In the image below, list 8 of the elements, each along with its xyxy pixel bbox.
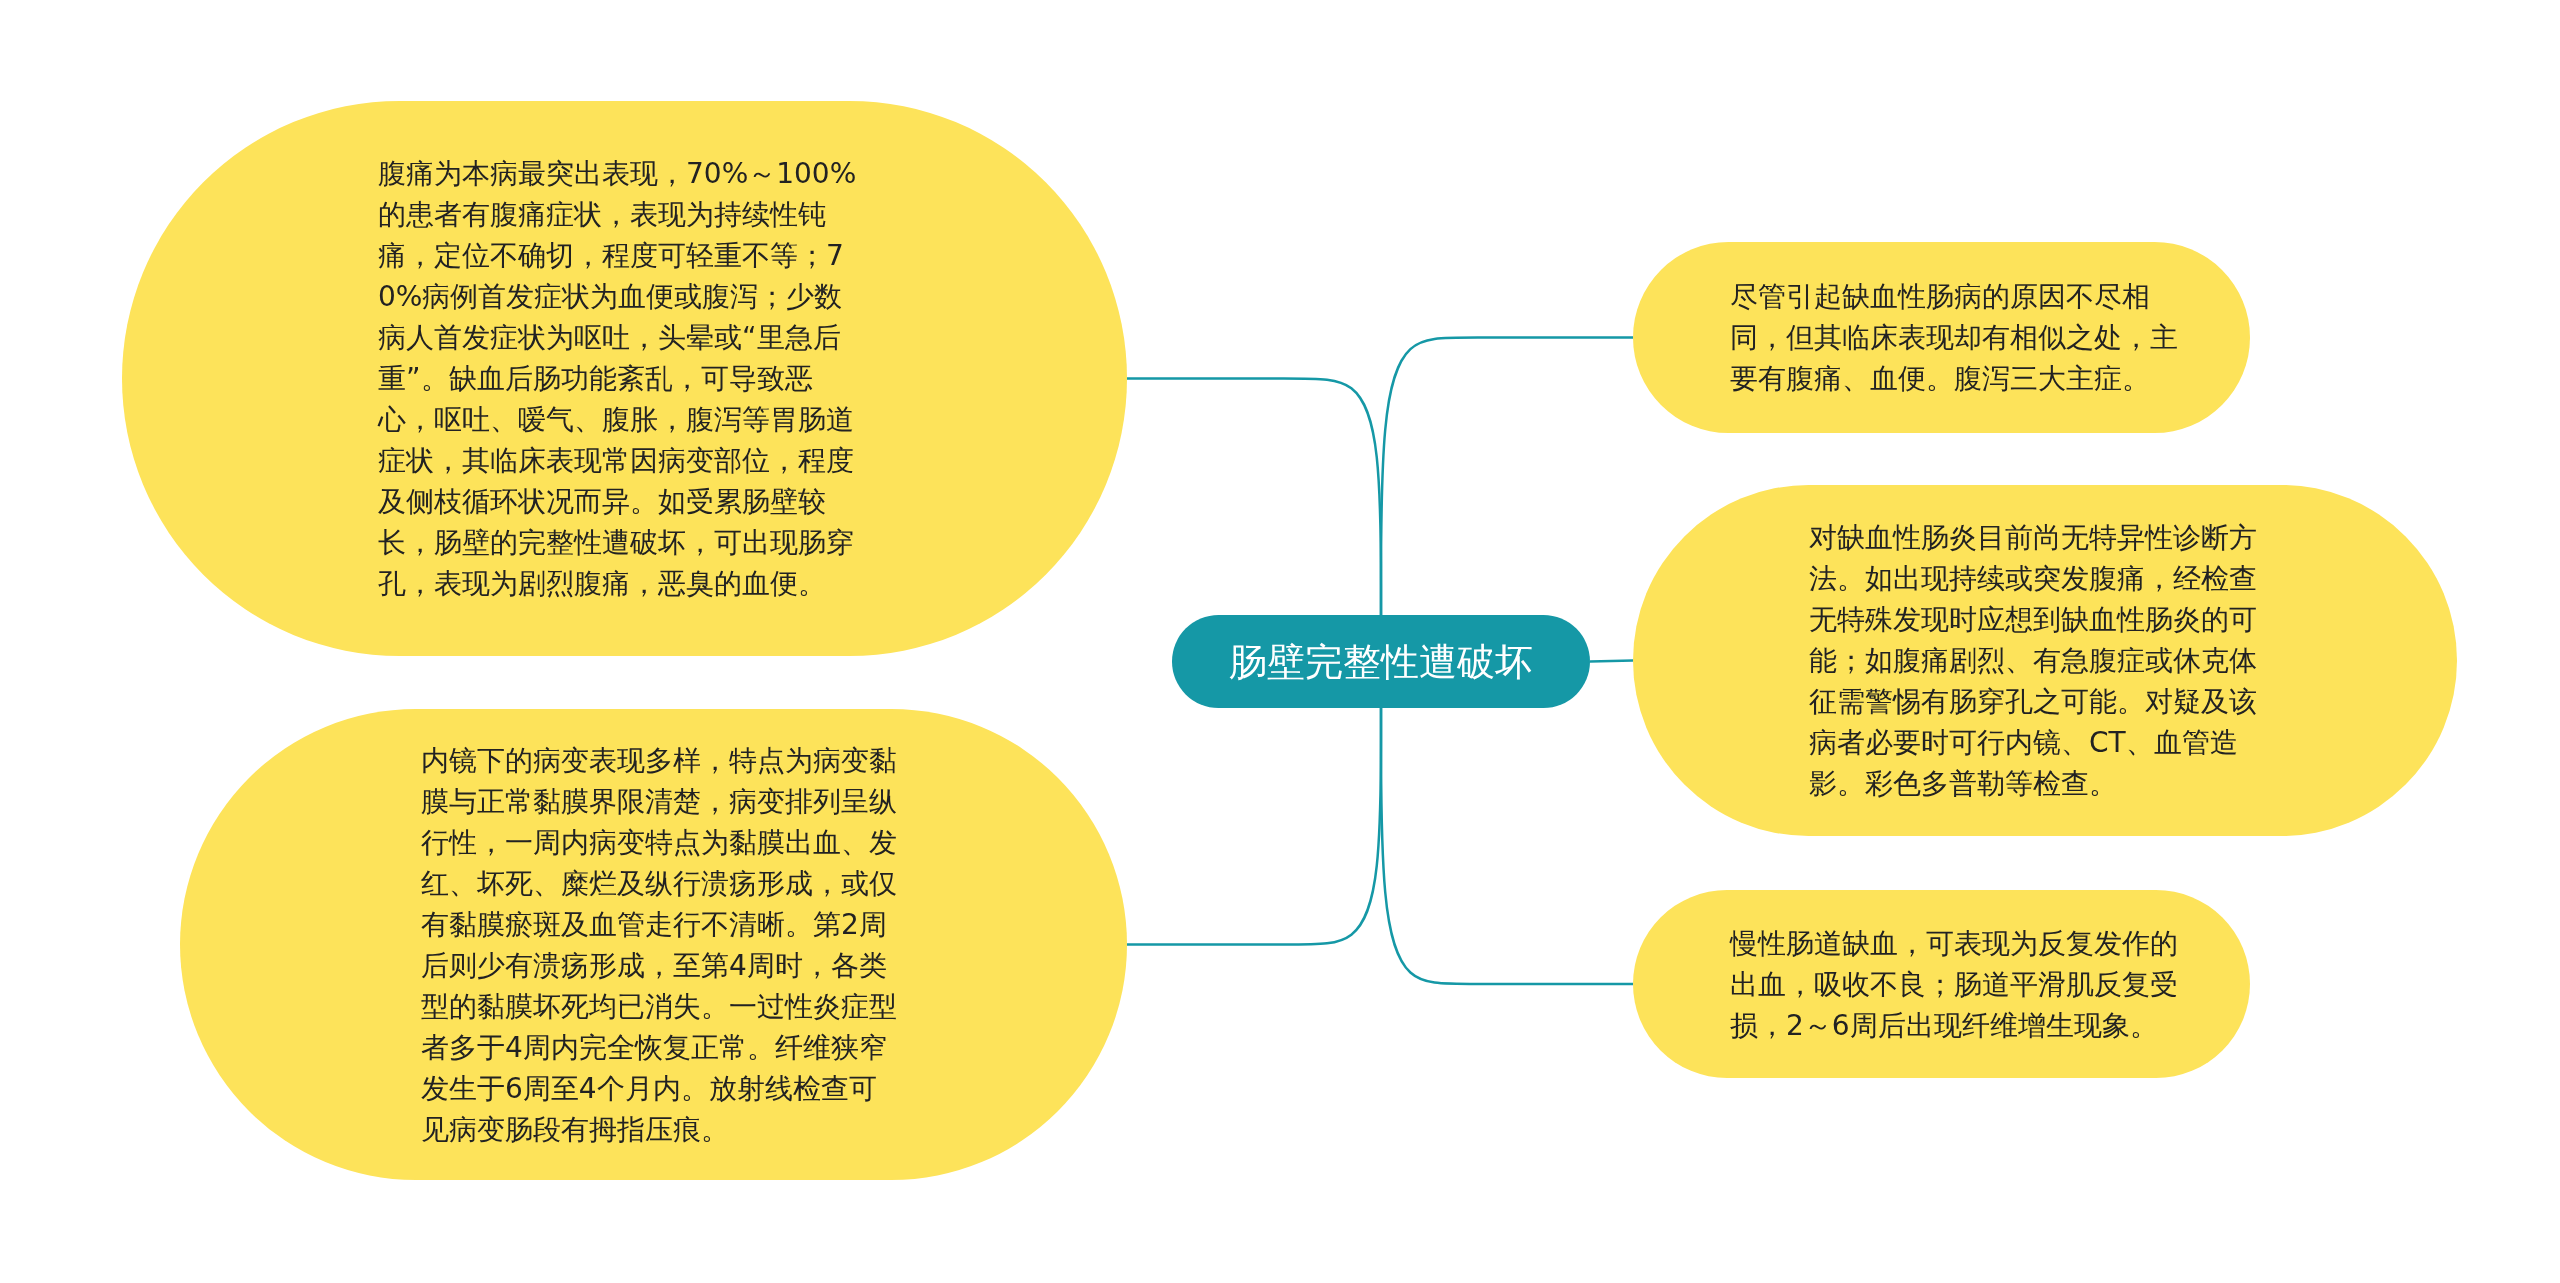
connector-line (1379, 336, 1633, 615)
topic-text: 尽管引起缺血性肠病的原因不尽相同，但其临床表现却有相似之处，主要有腹痛、血便。腹泻三大主症。 (1729, 279, 2179, 397)
connector-line (1589, 659, 1634, 663)
topic-text: 腹痛为本病最突出表现，70%～100%的患者有腹痛症状，表现为持续性钝痛，定位不确切，程度可轻重不等；70%病例首发症状为血便或腹泻；少数病人首发症状为呕吐，头晕或“里急后重”。缺血后肠功能紊乱，可导致恶心，呕吐、嗳气、腹胀，腹泻等胃肠道症状，其临床表现常因病变部位，程度及侧枝循环状况而异。如受累肠壁较长，肠壁的完整性遭破坏，可出现肠穿孔，表现为剧烈腹痛，恶臭的血便。 (376, 156, 858, 602)
topic-text: 慢性肠道缺血，可表现为反复发作的出血，吸收不良；肠道平滑肌反复受损，2～6周后出现纤维增生现象。 (1728, 925, 2179, 1044)
topic-text: 对缺血性肠炎目前尚无特异性诊断方法。如出现持续或突发腹痛，经检查无特殊发现时应想到缺血性肠炎的可能；如腹痛剧烈、有急腹症或休克体征需警惕有肠穿孔之可能。对疑及该病者必要时可行内镜、CT、血管造影。彩色多普勒等检查。 (1808, 520, 2258, 802)
topic-text: 内镜下的病变表现多样，特点为病变黏膜与正常黏膜界限清楚，病变排列呈纵行性，一周内病变特点为黏膜出血、发红、坏死、糜烂及纵行溃疡形成，或仅有黏膜瘀斑及血管走行不清晰。第2周后则少有溃疡形成，至第4周时，各类型的黏膜坏死均已消失。一过性炎症型者多于4周内完全恢复正常。纤维狭窄发生于6周至4个月内。放射线检查可见病变肠段有拇指压痕。 (420, 742, 898, 1148)
topic-title: 肠壁完整性遭破坏 (1229, 638, 1533, 685)
